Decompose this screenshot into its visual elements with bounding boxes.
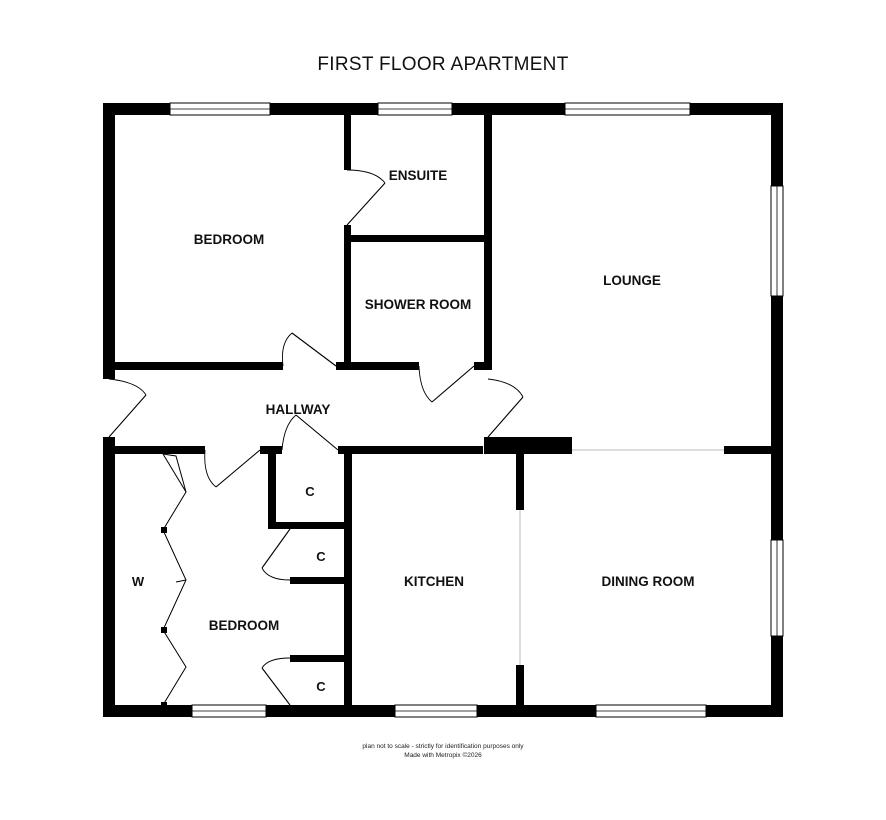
window-top-lounge [564,102,691,116]
label-ensuite: ENSUITE [389,168,448,183]
doors [108,169,524,706]
window-bottom-kitchen [394,704,478,718]
door-ensuite [346,169,386,226]
label-hallway: HALLWAY [266,402,331,417]
footer: plan not to scale - strictly for identif… [0,742,886,760]
door-cupboard-3 [261,657,291,706]
label-lounge: LOUNGE [603,273,661,288]
window-bottom-dining [595,704,707,718]
door-cupboard-2 [261,528,291,581]
label-wardrobe: W [132,574,145,589]
footer-disclaimer: plan not to scale - strictly for identif… [362,743,524,750]
door-entrance [108,378,147,438]
windows [169,102,784,718]
window-right-lounge [770,185,784,297]
label-dining-room: DINING ROOM [602,574,695,589]
door-bedroom-2 [204,449,261,488]
interior-walls [115,115,771,717]
room-labels: BEDROOM ENSUITE SHOWER ROOM LOUNGE HALLW… [132,168,695,694]
door-kitchen [281,414,339,451]
label-cupboard-3: C [316,679,326,694]
window-top-bedroom [169,102,271,116]
window-bottom-bedroom [191,704,267,718]
label-bedroom-2: BEDROOM [209,618,280,633]
plan-title: FIRST FLOOR APARTMENT [317,54,569,75]
wardrobe [161,453,187,707]
label-cupboard-2: C [316,549,326,564]
label-cupboard-1: C [305,484,315,499]
window-right-dining [770,539,784,637]
window-top-ensuite [377,102,453,116]
door-shower-room [418,365,475,403]
footer-credit: Made with Metropix ©2026 [404,752,482,759]
door-lounge [487,378,524,438]
door-bedroom-1 [281,332,337,367]
label-shower-room: SHOWER ROOM [365,297,472,312]
label-bedroom-1: BEDROOM [194,232,265,247]
outer-walls [103,103,783,717]
label-kitchen: KITCHEN [404,574,464,589]
